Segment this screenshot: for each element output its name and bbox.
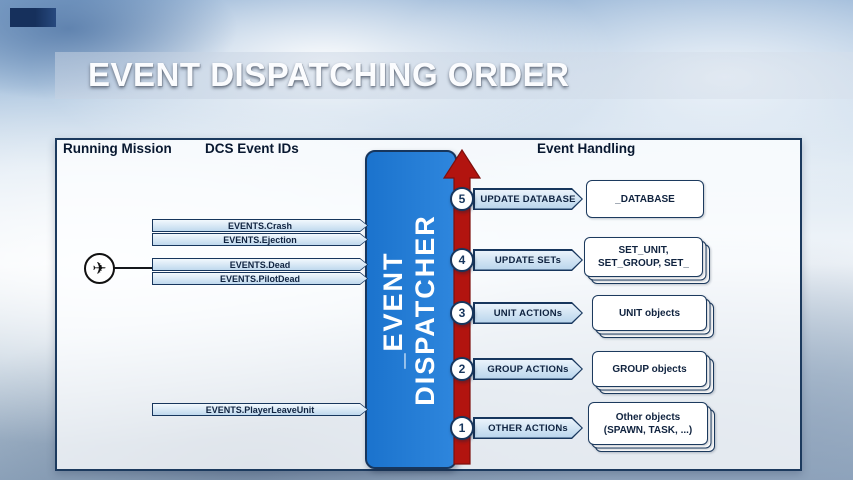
action-label-update-sets: UPDATE SETs	[475, 251, 582, 270]
event-dispatcher-block: _EVENT DISPATCHER	[365, 150, 457, 469]
action-arrow-other-actions: OTHER ACTIONs	[473, 417, 583, 439]
action-label-unit-actions: UNIT ACTIONs	[475, 304, 582, 323]
airplane-glyph: ✈	[92, 258, 107, 278]
step-circle-4: 4	[450, 248, 474, 272]
header-running-mission: Running Mission	[63, 141, 172, 156]
action-label-update-database: UPDATE DATABASE	[475, 190, 582, 209]
target-stack-group-objects: GROUP objects	[592, 351, 714, 394]
aircraft-connector-line	[114, 267, 153, 269]
corner-accent-rectangle	[10, 8, 56, 27]
step-circle-3: 3	[450, 301, 474, 325]
target-stack-sets: SET_UNIT, SET_GROUP, SET_	[584, 237, 710, 284]
event-arrow-dead-label: EVENTS.Dead	[153, 259, 367, 270]
header-event-handling: Event Handling	[537, 141, 636, 156]
target-stack-unit-objects: UNIT objects	[592, 295, 714, 338]
event-arrow-pilotdead: EVENTS.PilotDead	[152, 272, 368, 285]
action-arrow-update-database: UPDATE DATABASE	[473, 188, 583, 210]
event-arrow-ejection-label: EVENTS.Ejection	[153, 234, 367, 245]
step-circle-5: 5	[450, 187, 474, 211]
action-arrow-group-actions: GROUP ACTIONs	[473, 358, 583, 380]
step-circle-2: 2	[450, 357, 474, 381]
action-arrow-update-sets: UPDATE SETs	[473, 249, 583, 271]
target-stack-sets-label: SET_UNIT, SET_GROUP, SET_	[584, 237, 703, 277]
target-stack-other-objects: Other objects (SPAWN, TASK, ...)	[588, 402, 715, 452]
action-label-group-actions: GROUP ACTIONs	[475, 360, 582, 379]
event-arrow-ejection: EVENTS.Ejection	[152, 233, 368, 246]
dispatcher-label-line2: DISPATCHER	[410, 213, 441, 406]
target-box-database-label: _DATABASE	[586, 180, 704, 218]
target-box-database: _DATABASE	[586, 180, 704, 218]
event-arrow-playerleaveunit: EVENTS.PlayerLeaveUnit	[152, 403, 368, 416]
slide-title: EVENT DISPATCHING ORDER	[88, 56, 570, 93]
target-stack-group-objects-label: GROUP objects	[592, 351, 707, 387]
dispatcher-label-line1: _EVENT	[378, 250, 408, 369]
target-stack-other-objects-label: Other objects (SPAWN, TASK, ...)	[588, 402, 708, 445]
action-label-other-actions: OTHER ACTIONs	[475, 419, 582, 438]
aircraft-icon: ✈	[84, 253, 115, 284]
event-arrow-pilotdead-label: EVENTS.PilotDead	[153, 273, 367, 284]
event-arrow-playerleaveunit-label: EVENTS.PlayerLeaveUnit	[153, 404, 367, 415]
step-circle-1: 1	[450, 416, 474, 440]
event-arrow-crash: EVENTS.Crash	[152, 219, 368, 232]
target-stack-unit-objects-label: UNIT objects	[592, 295, 707, 331]
event-arrow-dead: EVENTS.Dead	[152, 258, 368, 271]
title-band	[55, 52, 853, 99]
event-dispatcher-label: _EVENT DISPATCHER	[377, 160, 445, 460]
action-arrow-unit-actions: UNIT ACTIONs	[473, 302, 583, 324]
header-dcs-event-ids: DCS Event IDs	[205, 141, 299, 156]
event-arrow-crash-label: EVENTS.Crash	[153, 220, 367, 231]
